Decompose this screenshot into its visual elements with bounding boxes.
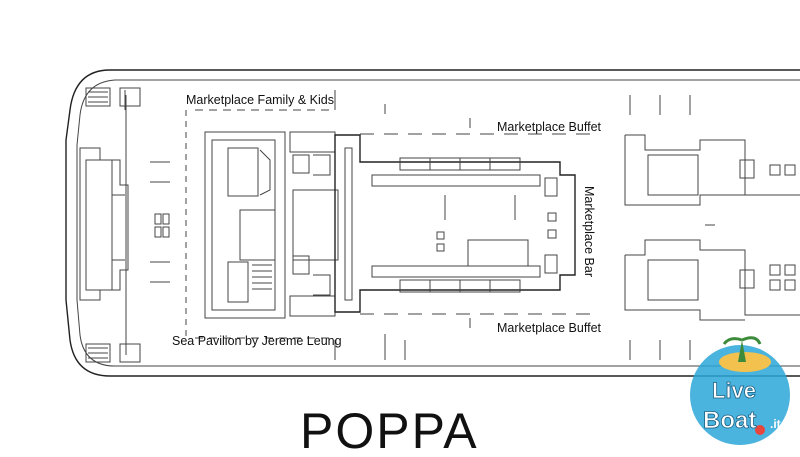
dashed-boundaries [185, 104, 600, 346]
label-sea-pavilion: Sea Pavilion by Jereme Leung [172, 334, 342, 348]
liveboat-logo: Live Boat .it [690, 336, 790, 445]
stern-block [79, 147, 170, 301]
label-buffet-bottom: Marketplace Buffet [497, 321, 602, 335]
logo-text-boat: Boat [703, 407, 756, 434]
logo-text-suffix: .it [770, 417, 781, 431]
stairwells-left [85, 87, 141, 363]
label-marketplace-bar: Marketplace Bar [582, 186, 596, 277]
hull-outline [65, 69, 800, 377]
section-title-poppa: POPPA [300, 403, 479, 457]
label-family-kids: Marketplace Family & Kids [186, 93, 334, 107]
family-kids-area [204, 131, 339, 319]
label-buffet-top: Marketplace Buffet [497, 120, 602, 134]
logo-text-live: Live [712, 378, 756, 403]
forward-blocks [124, 90, 800, 360]
buffet-block [334, 134, 576, 313]
